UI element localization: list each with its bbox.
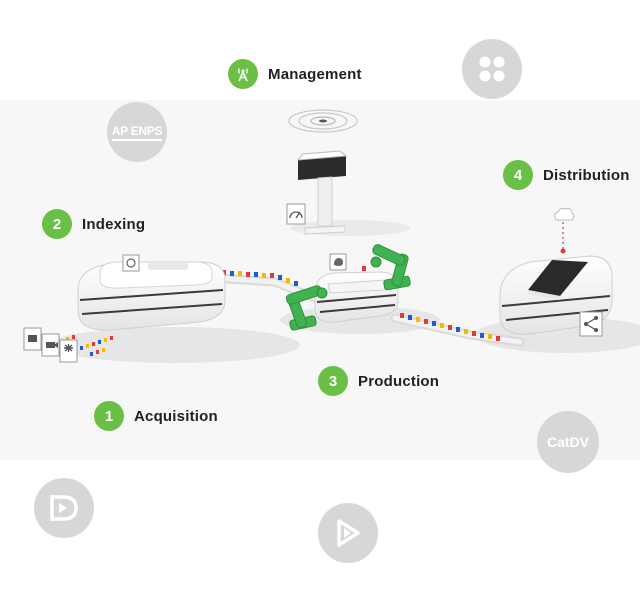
- management-tower: [286, 109, 358, 235]
- distribution-machine: [499, 207, 613, 337]
- four-dots-logo[interactable]: [462, 39, 522, 99]
- stage-distribution[interactable]: 4 Distribution: [503, 160, 630, 190]
- robot-arm-left: [285, 285, 328, 331]
- stage-acquisition-label: Acquisition: [134, 407, 218, 425]
- ap-enps-logo[interactable]: AP ENPS: [107, 102, 167, 162]
- stage-indexing[interactable]: 2 Indexing: [42, 209, 145, 239]
- stage-number-badge: 3: [318, 366, 348, 396]
- stage-number-badge: 2: [42, 209, 72, 239]
- stage-number-badge: 4: [503, 160, 533, 190]
- robot-arm-right: [362, 244, 411, 291]
- broadcast-tower-icon: [228, 59, 258, 89]
- production-machine: [314, 253, 399, 323]
- stage-management[interactable]: Management: [228, 59, 362, 89]
- catdv-logo[interactable]: CatDV: [537, 411, 599, 473]
- acquisition-machine: [23, 254, 226, 363]
- d-play-logo-icon: [50, 495, 78, 521]
- four-dots-logo-icon: [479, 56, 505, 82]
- input-device-icons: [23, 327, 78, 363]
- stage-indexing-label: Indexing: [82, 215, 146, 233]
- catdv-logo-text: CatDV: [546, 434, 589, 450]
- ap-enps-logo-text: AP ENPS: [111, 124, 162, 141]
- d-play-logo[interactable]: [34, 478, 94, 538]
- stage-management-label: Management: [268, 65, 362, 83]
- data-packets-belt-2: [400, 313, 500, 341]
- play-triangle-logo-icon: [337, 519, 360, 547]
- stage-distribution-label: Distribution: [543, 166, 630, 184]
- play-triangle-logo[interactable]: [318, 503, 378, 563]
- stage-acquisition[interactable]: 1 Acquisition: [94, 401, 218, 431]
- stage-production-label: Production: [358, 372, 440, 390]
- stage-production[interactable]: 3 Production: [318, 366, 439, 396]
- stage-number-badge: 1: [94, 401, 124, 431]
